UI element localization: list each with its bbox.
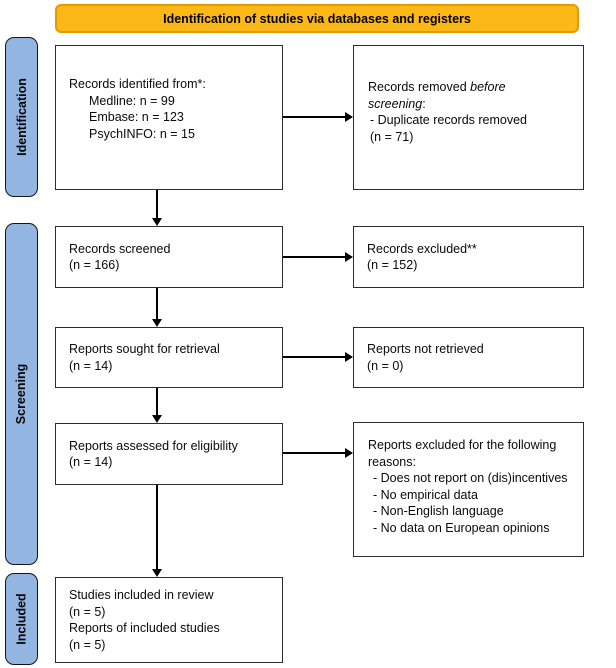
- studies-included-line: Reports of included studies: [69, 621, 220, 635]
- stage-label-identification: Identification: [5, 37, 38, 197]
- header-title: Identification of studies via databases …: [163, 11, 471, 26]
- arrow-identified-to-removed-line: [283, 116, 345, 118]
- records-excluded-line2: (n = 152): [367, 258, 418, 272]
- box-reports-not-retrieved: Reports not retrieved (n = 0): [353, 327, 584, 388]
- arrow-screened-to-sought-head: [152, 319, 162, 327]
- arrow-assessed-to-included-line: [156, 485, 158, 570]
- records-removed-italic1: before: [470, 80, 506, 94]
- stage-screening-text: Screening: [14, 363, 29, 425]
- arrow-sought-to-assessed-head: [152, 415, 162, 423]
- box-reports-excluded-reasons: Reports excluded for the following reaso…: [353, 422, 584, 557]
- studies-included-line: (n = 5): [69, 604, 106, 619]
- stage-label-screening: Screening: [5, 223, 38, 565]
- arrow-screened-to-excluded-line: [283, 256, 345, 258]
- arrow-screened-to-sought-line: [156, 288, 158, 320]
- arrow-sought-to-notretrieved-head: [345, 352, 353, 362]
- arrow-assessed-to-reasons-line: [283, 452, 345, 454]
- arrow-assessed-to-included-head: [152, 569, 162, 577]
- records-removed-title-line1: Records removed before: [368, 79, 577, 96]
- reports-excluded-title-line2: reasons:: [368, 454, 416, 469]
- records-screened-line2: (n = 166): [69, 258, 120, 272]
- arrow-assessed-to-reasons-head: [345, 448, 353, 458]
- arrow-identified-to-screened-line: [156, 190, 158, 219]
- box-records-screened: Records screened (n = 166): [55, 226, 283, 288]
- reports-excluded-reason: - No data on European opinions: [373, 520, 550, 535]
- records-identified-psychinfo: PsychINFO: n = 15: [89, 126, 195, 141]
- reports-not-retrieved-line1: Reports not retrieved: [367, 342, 484, 356]
- reports-excluded-title-line1: Reports excluded for the following: [368, 438, 557, 452]
- arrow-identified-to-removed-head: [345, 112, 353, 122]
- records-removed-item: - Duplicate records removed: [370, 113, 528, 127]
- stage-label-included: Included: [5, 573, 38, 665]
- records-identified-medline: Medline: n = 99: [89, 93, 175, 108]
- records-removed-count: (n = 71): [370, 129, 414, 144]
- stage-identification-text: Identification: [14, 78, 29, 156]
- box-studies-included: Studies included in review (n = 5) Repor…: [55, 577, 283, 663]
- arrow-identified-to-screened-head: [152, 218, 162, 226]
- arrow-sought-to-assessed-line: [156, 388, 158, 416]
- records-screened-line1: Records screened: [69, 241, 171, 256]
- reports-sought-line1: Reports sought for retrieval: [69, 342, 220, 356]
- box-records-excluded: Records excluded** (n = 152): [353, 226, 584, 288]
- reports-assessed-line1: Reports assessed for eligibility: [69, 438, 238, 453]
- records-excluded-line1: Records excluded**: [367, 241, 477, 256]
- reports-assessed-line2: (n = 14): [69, 455, 113, 469]
- records-identified-embase: Embase: n = 123: [89, 110, 184, 124]
- reports-not-retrieved-line2: (n = 0): [367, 358, 404, 373]
- reports-sought-line2: (n = 14): [69, 358, 113, 373]
- records-removed-normal: Records removed: [368, 80, 471, 94]
- reports-excluded-reason: - No empirical data: [373, 487, 478, 502]
- header-banner: Identification of studies via databases …: [55, 4, 579, 33]
- arrow-screened-to-excluded-head: [345, 252, 353, 262]
- box-reports-sought: Reports sought for retrieval (n = 14): [55, 327, 283, 388]
- stage-included-text: Included: [14, 593, 29, 645]
- reports-excluded-reason: - Does not report on (dis)incentives: [373, 471, 568, 485]
- reports-excluded-reason: - Non-English language: [373, 504, 504, 518]
- studies-included-line: Studies included in review: [69, 588, 214, 602]
- records-removed-italic2: screening: [368, 96, 423, 111]
- box-records-removed: Records removed before screening: - Dupl…: [353, 45, 584, 190]
- records-removed-colon: :: [422, 96, 426, 111]
- box-reports-assessed: Reports assessed for eligibility (n = 14…: [55, 423, 283, 485]
- studies-included-line: (n = 5): [69, 637, 106, 652]
- arrow-sought-to-notretrieved-line: [283, 356, 345, 358]
- records-removed-title-line2: screening:: [368, 96, 577, 113]
- records-identified-title: Records identified from*:: [69, 77, 206, 91]
- box-records-identified: Records identified from*: Medline: n = 9…: [55, 45, 283, 190]
